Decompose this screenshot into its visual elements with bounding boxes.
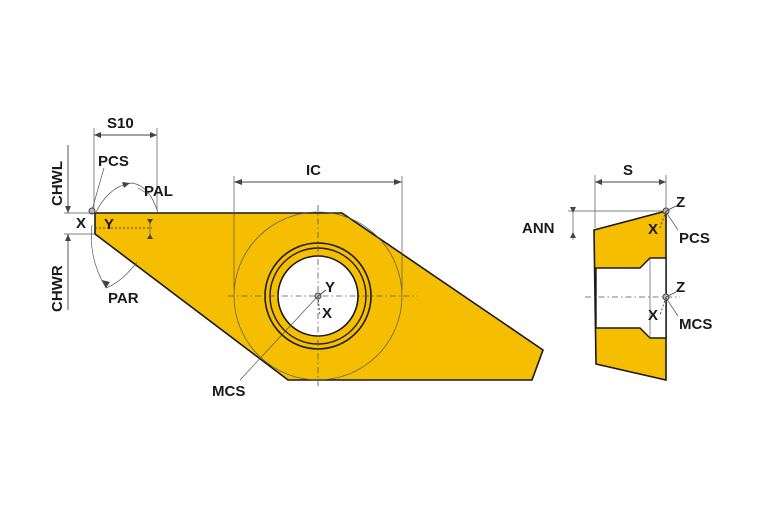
pal-label: PAL xyxy=(144,183,173,200)
pcs-left-label: PCS xyxy=(98,153,129,170)
mcs-side-x-axis xyxy=(659,296,667,316)
pcs-side-x-axis xyxy=(659,210,667,229)
ic-label: IC xyxy=(306,162,321,179)
s10-arrow-right xyxy=(150,132,157,138)
pal-arc xyxy=(95,182,159,214)
pcs-left-tick-arrow-top xyxy=(147,219,153,224)
side-hole-section xyxy=(595,257,667,339)
s-arrow-right xyxy=(659,179,666,185)
mcs-side-x-label: X xyxy=(648,307,658,324)
mcs-leader xyxy=(239,295,319,381)
mcs-center-label: MCS xyxy=(212,383,245,400)
ann-arrow-top xyxy=(570,207,576,213)
pcs-left-point xyxy=(88,207,96,215)
pal-leader xyxy=(137,187,149,195)
pal-arrow xyxy=(122,182,130,188)
side-view: S ANN Z X PCS Z X MCS xyxy=(522,162,712,382)
pcs-side-x-label: X xyxy=(648,221,658,238)
ic-arrow-right xyxy=(394,179,402,185)
mcs-side-leader xyxy=(665,297,679,317)
mcs-axis-x xyxy=(317,295,321,317)
pcs-left-x-label: X xyxy=(76,215,86,232)
s-label: S xyxy=(623,162,633,179)
mcs-side-label: MCS xyxy=(679,316,712,333)
top-view: Y X MCS IC S10 PCS PAL PAR xyxy=(49,115,544,400)
ann-arrow-bottom xyxy=(570,232,576,238)
pcs-left-y-label: Y xyxy=(104,216,114,233)
par-label: PAR xyxy=(108,290,139,307)
par-arrow xyxy=(102,280,110,288)
chwr-label: CHWR xyxy=(49,265,66,312)
s10-arrow-left xyxy=(94,132,101,138)
ann-label: ANN xyxy=(522,220,555,237)
par-arc xyxy=(90,224,138,289)
chwr-arrow xyxy=(65,234,71,241)
chwl-label: CHWL xyxy=(49,161,66,206)
pcs-side-label: PCS xyxy=(679,230,710,247)
mcs-side-z-axis xyxy=(665,291,677,298)
pcs-left-leader xyxy=(91,167,105,211)
mcs-x-label: X xyxy=(322,305,332,322)
mcs-axis-y xyxy=(317,289,327,297)
pcs-side-z-label: Z xyxy=(676,194,685,211)
ic-arrow-left xyxy=(234,179,242,185)
pcs-side-z-axis xyxy=(665,205,677,212)
s-arrow-left xyxy=(595,179,602,185)
pcs-left-tick-arrow-bottom xyxy=(147,234,153,239)
mcs-side-z-label: Z xyxy=(676,279,685,296)
s10-label: S10 xyxy=(107,115,134,132)
mcs-y-label: Y xyxy=(325,279,335,296)
chwl-arrow xyxy=(65,206,71,213)
pcs-side-leader xyxy=(665,211,679,231)
